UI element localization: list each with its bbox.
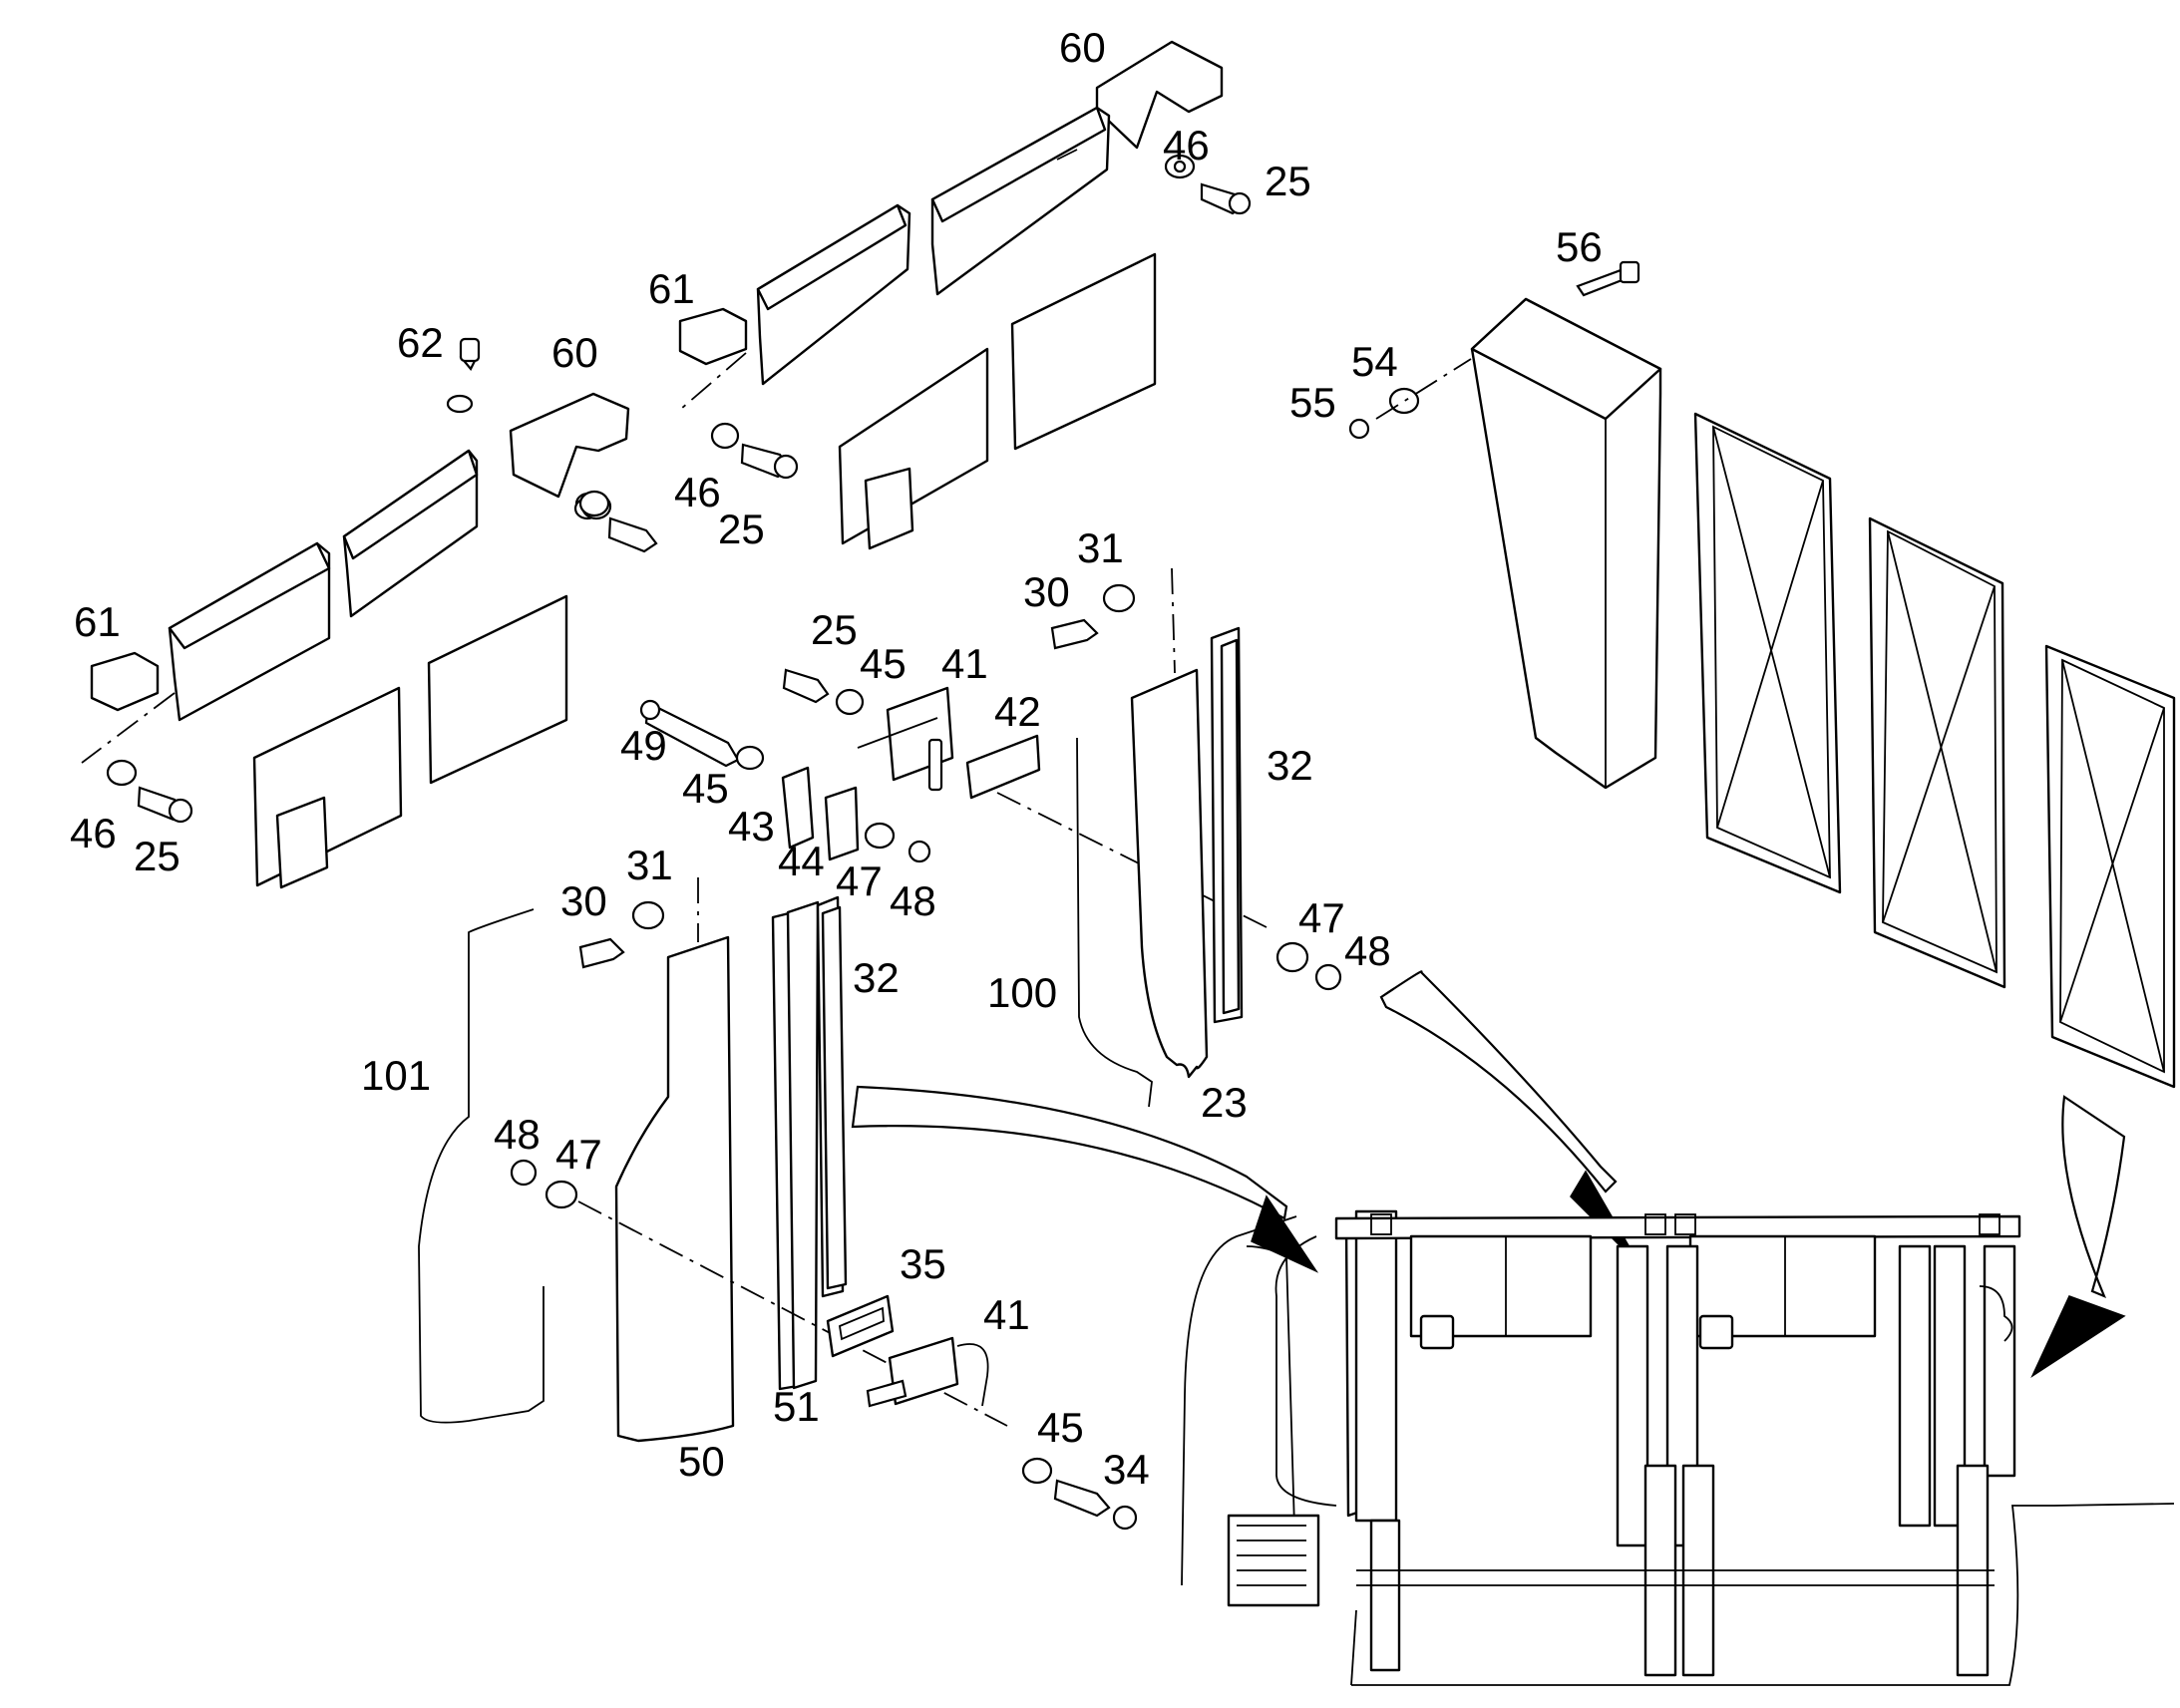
callout-48-right: 48 [1344,927,1391,974]
callout-31-right: 31 [1077,524,1124,571]
callout-61-middle: 61 [648,265,695,312]
callout-34: 34 [1103,1446,1150,1493]
callout-25-latch: 25 [811,606,858,653]
callout-46-left: 46 [70,810,117,856]
callout-56: 56 [1556,223,1603,270]
callout-55: 55 [1289,379,1336,426]
callout-48-left: 48 [494,1111,541,1158]
callout-47-latch: 47 [836,857,883,904]
filter-frame-2 [1868,516,2006,989]
callout-100: 100 [987,969,1057,1016]
filter-housing-assembly [1348,260,2176,1089]
callout-47-right: 47 [1298,894,1345,941]
callout-49: 49 [620,722,667,769]
callout-25-middle: 25 [718,506,765,552]
callout-46-middle: 46 [674,469,721,515]
callout-46-top: 46 [1163,122,1210,169]
callout-45-latch: 45 [860,640,907,687]
callout-32-right: 32 [1267,742,1313,789]
callout-41-lower: 41 [983,1291,1030,1338]
machine-location-view [1181,1209,2175,1686]
filter-frame-1 [1693,412,1842,894]
callout-43: 43 [728,803,775,850]
callout-45-lower: 45 [1037,1404,1084,1451]
callout-42: 42 [994,688,1041,735]
filter-frame-3 [2044,644,2176,1089]
callout-32-left: 32 [853,954,900,1001]
callout-23: 23 [1201,1079,1248,1126]
callout-48-latch: 48 [890,877,936,924]
callout-44: 44 [778,838,825,884]
callout-30-right: 30 [1023,568,1070,615]
callout-41-latch: 41 [941,640,988,687]
callout-47-left: 47 [555,1131,602,1178]
callout-62: 62 [397,319,444,366]
callout-60-left: 60 [551,329,598,376]
callout-31-left: 31 [626,842,673,888]
upper-guard-assembly-right [756,40,1252,550]
upper-guard-assembly-left [81,307,799,889]
latch-hardware [639,668,1268,928]
callout-61-left: 61 [74,598,121,645]
callout-50: 50 [678,1438,725,1485]
callout-25-top: 25 [1265,158,1311,204]
callout-30-left: 30 [560,877,607,924]
callout-25-left: 25 [134,833,181,879]
callout-101: 101 [361,1052,431,1099]
callout-60-top: 60 [1059,24,1106,71]
callout-45-middle: 45 [682,765,729,812]
right-door-assembly [1050,567,1342,1108]
callout-35: 35 [900,1240,946,1287]
callout-labels: 60 46 25 56 61 62 60 54 55 46 25 31 30 6… [70,24,1603,1493]
callout-51: 51 [773,1383,820,1430]
callout-54: 54 [1351,338,1398,385]
left-door-assembly [418,877,1138,1531]
